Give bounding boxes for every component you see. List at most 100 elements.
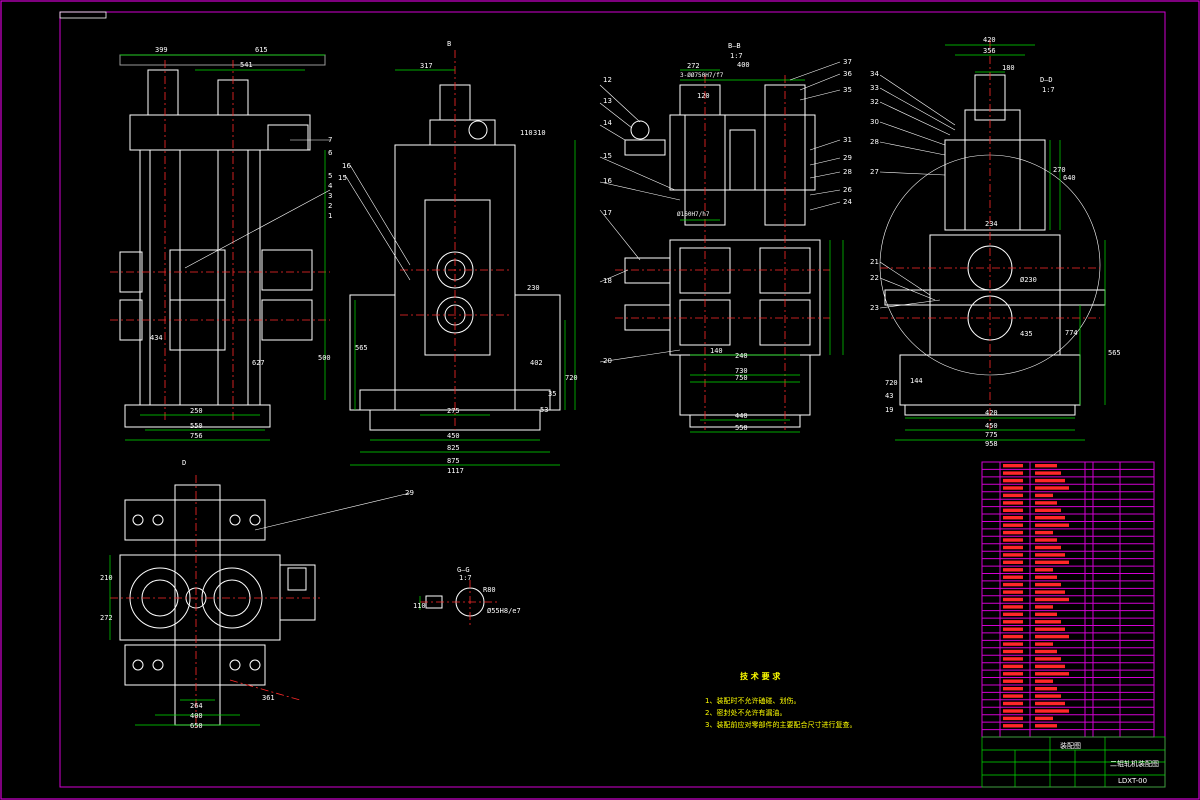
section-gg-dim-2: 110 — [413, 602, 426, 610]
front-label-7: 7 — [328, 136, 332, 144]
parts-table-cell-text-mark — [1035, 553, 1065, 557]
parts-table-cell-text-mark — [1035, 545, 1061, 550]
parts-table-code-mark — [1003, 530, 1023, 535]
parts-table-cell-text-mark — [1035, 634, 1069, 639]
parts-table-code-mark — [1003, 471, 1023, 475]
section-bb-dim-12: 750 — [735, 374, 748, 382]
parts-table-code-mark — [1003, 545, 1023, 550]
parts-table-code-mark — [1003, 687, 1023, 691]
section-gg-dim-3: Ø55H8/e7 — [487, 607, 521, 615]
front-view: 399 615 541 434 627 500 250 550 756 7 6 … — [110, 46, 333, 441]
bb-label-29: 29 — [843, 154, 852, 162]
section-dd-dim-4: 640 — [1063, 174, 1076, 182]
title-block-drawing-no: LDXT-00 — [1118, 777, 1147, 785]
dd-label-23: 23 — [870, 304, 879, 312]
bb-label-36: 36 — [843, 70, 852, 78]
bb-label-13: 13 — [603, 97, 612, 105]
parts-table-code-mark — [1003, 642, 1023, 646]
section-dd-dim-18: 19 — [885, 406, 893, 414]
parts-table-code-mark — [1003, 478, 1023, 483]
section-dd-dim-15: 775 — [985, 431, 998, 439]
parts-table-code-mark — [1003, 657, 1023, 661]
parts-table-code-mark — [1003, 575, 1023, 579]
plan-view-title: D — [182, 459, 186, 467]
parts-table-code-mark — [1003, 627, 1023, 631]
parts-table-cell-text-mark — [1035, 464, 1057, 468]
title-block-type: 装配图 — [1060, 741, 1081, 750]
front-label-4: 4 — [328, 182, 333, 190]
parts-table-cell-text-mark — [1035, 657, 1061, 661]
plan-dim-4: 400 — [190, 712, 203, 720]
tech-req-3: 3、装配前应对零部件的主要配合尺寸进行复查。 — [705, 720, 856, 729]
section-dd-scale: 1:7 — [1042, 86, 1055, 94]
section-dd-dim-12: 144 — [910, 377, 923, 385]
section-gg-view: G—G 1:7 R80 110 Ø55H8/e7 — [413, 566, 521, 628]
parts-table-cell-text-mark — [1035, 501, 1057, 505]
parts-table-cell-text-mark — [1035, 471, 1061, 475]
bb-label-18: 18 — [603, 277, 612, 285]
parts-table-code-mark — [1003, 553, 1023, 557]
side-label-16: 16 — [342, 162, 351, 170]
side-dim-3: 310 — [533, 129, 546, 137]
parts-table-code-mark — [1003, 568, 1023, 572]
technical-requirements: 技 术 要 求 1、装配时不允许磕碰、划伤。 2、密封处不允许有漏油。 3、装配… — [705, 671, 856, 729]
bb-label-20: 20 — [603, 357, 612, 365]
dd-label-33: 33 — [870, 84, 879, 92]
dd-label-32: 32 — [870, 98, 879, 106]
corner-mark — [59, 11, 107, 19]
parts-table-cell-text-mark — [1035, 582, 1061, 587]
plan-view: D 210 272 264 400 650 361 29 — [100, 459, 414, 730]
parts-table-cell-text-mark — [1035, 642, 1053, 646]
side-dim-7: 35 — [548, 390, 556, 398]
section-bb-dim-2: 400 — [737, 61, 750, 69]
parts-table-code-mark — [1003, 605, 1023, 609]
front-label-5: 5 — [328, 172, 332, 180]
parts-table-code-mark — [1003, 508, 1023, 512]
parts-table-cell-text-mark — [1035, 709, 1069, 713]
plan-dim-1: 210 — [100, 574, 113, 582]
dd-label-34: 34 — [870, 70, 879, 78]
parts-table-code-mark — [1003, 634, 1023, 639]
section-bb-dim-3: 3-ØØ750H7/f7 — [680, 72, 724, 79]
bb-label-31: 31 — [843, 136, 852, 144]
side-view: B 317 110 310 565 402 720 35 53 275 450 … — [338, 40, 578, 475]
bb-label-24: 24 — [843, 198, 852, 206]
parts-table-cell-text-mark — [1035, 716, 1053, 721]
section-bb-scale: 1:7 — [730, 52, 743, 60]
section-dd-dim-8: 435 — [1020, 330, 1033, 338]
section-dd-dim-1: 420 — [983, 36, 996, 44]
parts-table-code-mark — [1003, 672, 1023, 676]
dd-label-30: 30 — [870, 118, 879, 126]
front-dim-4: 434 — [150, 334, 163, 342]
front-dim-7: 250 — [190, 407, 203, 415]
front-dim-6: 500 — [318, 354, 331, 362]
bb-label-14: 14 — [603, 119, 612, 127]
plan-dim-6: 361 — [262, 694, 275, 702]
parts-table-cell-text-mark — [1035, 612, 1057, 616]
parts-table-cell-text-mark — [1035, 478, 1065, 483]
plan-dim-3: 264 — [190, 702, 203, 710]
bb-label-15: 15 — [603, 152, 612, 160]
bb-label-35: 35 — [843, 86, 852, 94]
section-dd-dim-9: 774 — [1065, 329, 1078, 337]
side-dim-8: 53 — [540, 406, 548, 414]
section-dd-dim-10: 565 — [1108, 349, 1121, 357]
tech-req-2: 2、密封处不允许有漏油。 — [705, 708, 786, 717]
front-label-3: 3 — [328, 192, 332, 200]
parts-table-code-mark — [1003, 620, 1023, 624]
section-gg-scale: 1:7 — [459, 574, 472, 582]
parts-table-cell-text-mark — [1035, 620, 1061, 624]
section-bb-title: B—B — [728, 42, 741, 50]
parts-table-code-mark — [1003, 597, 1023, 602]
parts-table-code-mark — [1003, 649, 1023, 654]
parts-table-cell-text-mark — [1035, 538, 1057, 542]
front-dim-5: 627 — [252, 359, 265, 367]
side-dim-9: 275 — [447, 407, 460, 415]
parts-table-code-mark — [1003, 516, 1023, 520]
parts-table-cell-text-mark — [1035, 560, 1069, 564]
section-dd-dim-7: Ø230 — [1020, 276, 1037, 284]
parts-table-code-mark — [1003, 486, 1023, 490]
bb-label-17: 17 — [603, 209, 612, 217]
section-bb-dim-14: 440 — [735, 412, 748, 420]
